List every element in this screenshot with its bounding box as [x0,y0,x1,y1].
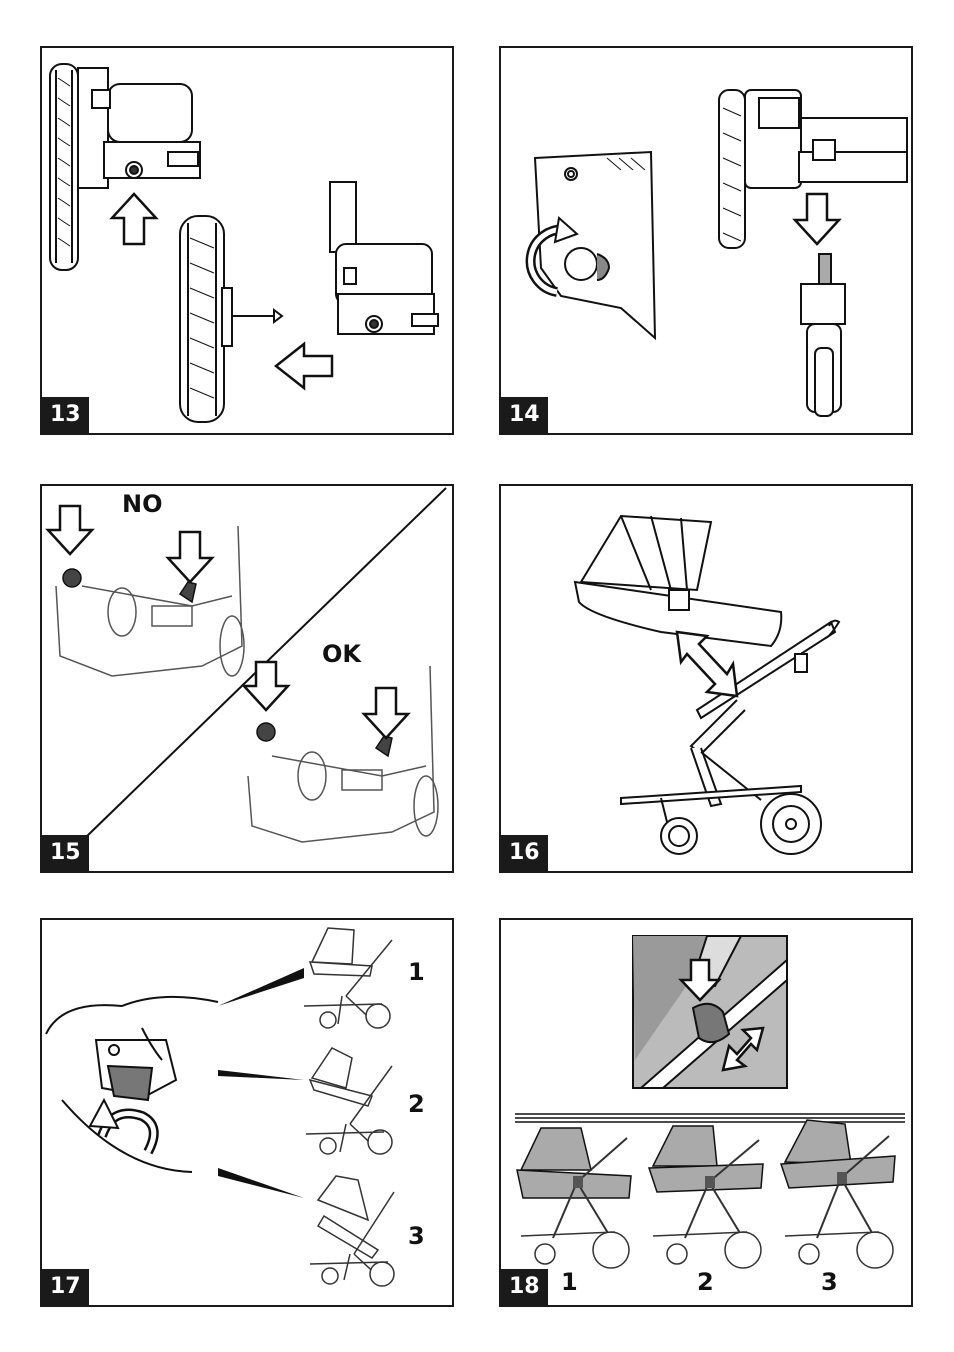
stroller-position-3 [310,1176,394,1286]
rear-wheel-removal-illustration [42,48,452,433]
stroller-position-3 [781,1120,895,1268]
panel-13: 13 [40,46,454,435]
panel-14: 14 [499,46,913,435]
position-label-1: 1 [561,1268,578,1296]
up-arrow-icon [112,194,156,244]
stroller-position-2 [306,1048,392,1154]
step-number: 15 [42,835,89,871]
closeup-inset [633,936,787,1088]
down-arrow-icon [168,532,212,582]
down-arrow-icon [795,194,839,244]
position-label-3: 3 [408,1222,425,1250]
brake-lever-position-illustration [42,486,452,871]
position-label-2: 2 [408,1090,425,1118]
label-no: NO [122,490,163,518]
step-number: 13 [42,397,89,433]
step-number: 18 [501,1269,548,1305]
carrycot-attach-illustration [501,486,911,871]
stroller-position-1 [304,928,392,1028]
position-label-2: 2 [697,1268,714,1296]
stroller-position-2 [649,1126,763,1268]
panel-16: 16 [499,484,913,873]
step-number: 16 [501,835,548,871]
step-number: 14 [501,397,548,433]
double-arrow-icon [677,632,737,696]
position-label-3: 3 [821,1268,838,1296]
stroller-position-1 [517,1128,631,1268]
divider-line [52,488,446,870]
front-wheel-removal-illustration [501,48,911,433]
down-arrow-icon [244,662,288,710]
down-arrow-icon [364,688,408,738]
position-label-1: 1 [408,958,425,986]
label-ok: OK [322,640,361,668]
carrycot-recline-illustration [501,920,911,1305]
left-arrow-icon [276,344,332,388]
step-number: 17 [42,1269,89,1305]
panel-15: NO OK 15 [40,484,454,873]
down-arrow-icon [48,506,92,554]
panel-18: 1 2 3 18 [499,918,913,1307]
panel-17: 1 2 3 17 [40,918,454,1307]
recline-adjust-illustration [42,920,452,1305]
